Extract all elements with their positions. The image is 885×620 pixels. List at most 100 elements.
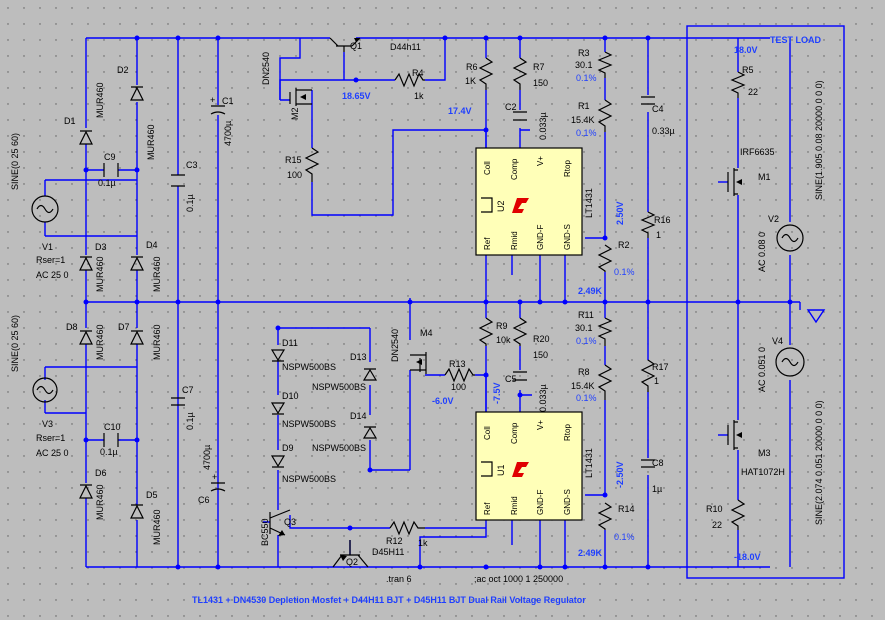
svg-text:R4: R4 (412, 68, 424, 78)
svg-text:Coll: Coll (483, 426, 492, 440)
voltage-2-50: 2.50V (615, 201, 625, 225)
svg-text:Rmid: Rmid (510, 496, 519, 515)
svg-text:R13: R13 (449, 359, 466, 369)
svg-text:2.49K: 2.49K (578, 286, 603, 296)
svg-text:0.033µ: 0.033µ (538, 112, 548, 140)
svg-text:MUR460: MUR460 (146, 124, 156, 160)
resistor-r5: R5 22 (730, 65, 758, 98)
resistor-r14: R14 0.1% 2.49K (578, 502, 635, 558)
resistor-r10: R10 22 (706, 499, 746, 530)
resistor-r6: R6 1K (465, 57, 494, 90)
diode-d4: D4 MUR460 (130, 240, 162, 292)
svg-text:NSPW500BS: NSPW500BS (282, 419, 336, 429)
capacitor-c3: C3 0.1µ (171, 160, 198, 212)
svg-text:V+: V+ (536, 420, 545, 430)
svg-text:M4: M4 (420, 328, 433, 338)
svg-text:AC 0.051 0: AC 0.051 0 (757, 347, 767, 392)
svg-text:D7: D7 (118, 322, 130, 332)
resistor-r13: R13 100 (444, 359, 475, 392)
ic-u2: Coll Comp V+ Rtop Ref Rmid GND-F GND-S U… (475, 147, 594, 256)
svg-text:U1: U1 (496, 464, 506, 476)
diode-d6: D6 MUR460 (79, 468, 107, 520)
svg-text:+: + (210, 95, 215, 105)
svg-text:NSPW500BS: NSPW500BS (312, 443, 366, 453)
svg-text:NSPW500BS: NSPW500BS (282, 474, 336, 484)
ac-directive: ;ac oct 1000 1 250000 (474, 574, 563, 584)
svg-text:SINE(1.905 0.08 20000 0 0 0): SINE(1.905 0.08 20000 0 0 0) (814, 80, 824, 200)
svg-text:Q1: Q1 (350, 41, 362, 51)
led-d10: D10 NSPW500BS (270, 391, 336, 429)
svg-text:AC 25 0: AC 25 0 (36, 448, 69, 458)
svg-text:R20: R20 (533, 334, 550, 344)
resistor-r8: R8 15.4K 0.1% (571, 364, 613, 403)
svg-text:+: + (212, 472, 217, 482)
svg-text:0.1µ: 0.1µ (100, 447, 118, 457)
resistor-r16: R16 1 (640, 211, 671, 240)
voltage-neg2-50: -2.50V (615, 461, 625, 488)
svg-text:0.1%: 0.1% (576, 336, 597, 346)
lt-logo-icon (512, 198, 529, 213)
svg-text:D2: D2 (117, 65, 129, 75)
svg-text:M3: M3 (758, 448, 771, 458)
svg-text:V+: V+ (536, 156, 545, 166)
svg-text:D1: D1 (64, 116, 76, 126)
capacitor-c10: C10 0.1µ (100, 422, 121, 457)
svg-text:LT1431: LT1431 (584, 188, 594, 218)
diode-d2: D2 MUR460 (117, 65, 156, 160)
test-load-label: TEST LOAD (770, 35, 821, 45)
svg-text:15.4K: 15.4K (571, 381, 595, 391)
svg-text:2.49K: 2.49K (578, 548, 603, 558)
svg-text:C8: C8 (652, 458, 664, 468)
svg-text:Ref: Ref (483, 502, 492, 515)
svg-text:0.1%: 0.1% (576, 393, 597, 403)
diode-d7: D7 MUR460 (118, 322, 162, 360)
svg-text:100: 100 (287, 170, 302, 180)
capacitor-c7: C7 0.1µ (171, 385, 195, 430)
svg-text:BC550: BC550 (260, 518, 270, 546)
transistor-q2: Q2 D45H11 (332, 540, 404, 568)
svg-text:C3: C3 (186, 160, 198, 170)
svg-text:V2: V2 (768, 214, 779, 224)
svg-text:22: 22 (748, 87, 758, 97)
svg-text:150: 150 (533, 78, 548, 88)
voltage-18-0: 18.0V (734, 45, 758, 55)
led-d14: D14 NSPW500BS (312, 411, 378, 453)
svg-text:Coll: Coll (483, 161, 492, 175)
svg-text:Rser=1: Rser=1 (36, 255, 65, 265)
voltage-17-4: 17.4V (448, 106, 472, 116)
mosfet-m3: M3 HAT1072H (727, 420, 785, 477)
capacitor-c1: + C1 4700µ (210, 95, 234, 146)
diode-d5: D5 MUR460 (130, 490, 162, 545)
svg-text:SINE(0 25 60): SINE(0 25 60) (10, 133, 20, 190)
svg-text:Ref: Ref (483, 237, 492, 250)
resistor-r20: R20 150 (512, 317, 550, 360)
tran-directive: .tran 6 (386, 574, 412, 584)
svg-text:1k: 1k (414, 91, 424, 101)
svg-text:0.1µ: 0.1µ (185, 194, 195, 212)
svg-text:D5: D5 (146, 490, 158, 500)
svg-text:D44h11: D44h11 (390, 42, 421, 52)
resistor-r9: R9 10k (478, 317, 511, 346)
svg-text:D13: D13 (350, 352, 367, 362)
svg-text:V4: V4 (772, 336, 783, 346)
svg-text:D4: D4 (146, 240, 158, 250)
junctions (83, 35, 793, 570)
svg-text:1: 1 (656, 230, 661, 240)
resistor-r17: R17 1 (640, 359, 669, 392)
svg-text:100: 100 (451, 382, 466, 392)
svg-text:MUR460: MUR460 (95, 256, 105, 292)
svg-text:R12: R12 (386, 536, 403, 546)
svg-text:Rmid: Rmid (510, 231, 519, 250)
svg-text:D11: D11 (282, 338, 298, 348)
svg-text:NSPW500BS: NSPW500BS (282, 362, 336, 372)
capacitor-c2: C2 0.033µ (505, 102, 548, 140)
led-d9: D9 NSPW500BS (270, 443, 336, 484)
svg-text:30.1: 30.1 (575, 60, 593, 70)
schematic-title: TL1431 + DN4530 Depletion Mosfet + D44H1… (192, 595, 586, 605)
svg-text:R5: R5 (742, 65, 754, 75)
svg-text:Rser=1: Rser=1 (36, 433, 65, 443)
svg-text:1k: 1k (418, 538, 428, 548)
svg-text:R15: R15 (285, 155, 302, 165)
diode-d8: D8 MUR460 (66, 322, 105, 360)
